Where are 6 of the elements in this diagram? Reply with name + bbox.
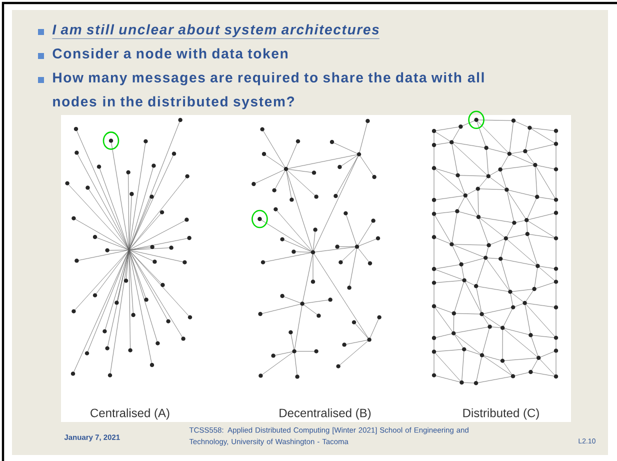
panel-caption: Decentralised (B): [280, 408, 371, 420]
bullet-text: Consider a node with data token: [52, 48, 288, 58]
panel-caption: Centralised (A): [90, 408, 170, 420]
bullet-text: How many messages are required to share the data with all nodes in the distributed system?: [53, 72, 484, 110]
panel-caption: Distributed (C): [463, 408, 539, 420]
bullet-text: I am still unclear about system architectures: [52, 24, 380, 39]
